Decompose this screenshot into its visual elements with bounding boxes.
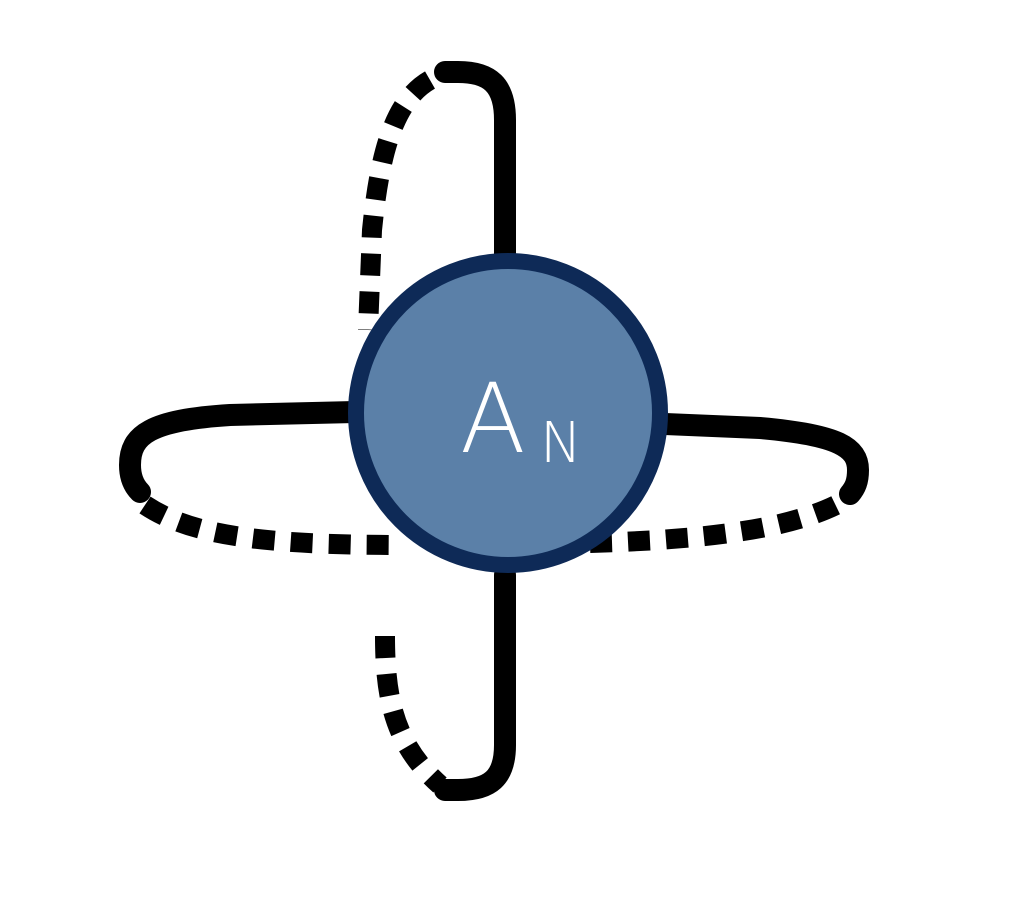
horizontal-loop-dashed-arc-right [589, 493, 847, 553]
vertical-loop-dashed-arc-top [358, 71, 436, 331]
vertical-loop-solid-arc [434, 61, 516, 266]
node-label-main: A [460, 363, 527, 475]
vertical-loop-solid-arc-bottom [434, 564, 516, 801]
horizontal-loop-dashed-arc-left [139, 496, 401, 555]
node-label-sub: N [540, 411, 582, 476]
horizontal-loop-solid-arc-right [654, 413, 870, 505]
vertical-loop-dashed-arc-bottom [375, 635, 447, 793]
horizontal-loop-solid-arc-left [118, 401, 366, 503]
central-node [348, 253, 668, 573]
